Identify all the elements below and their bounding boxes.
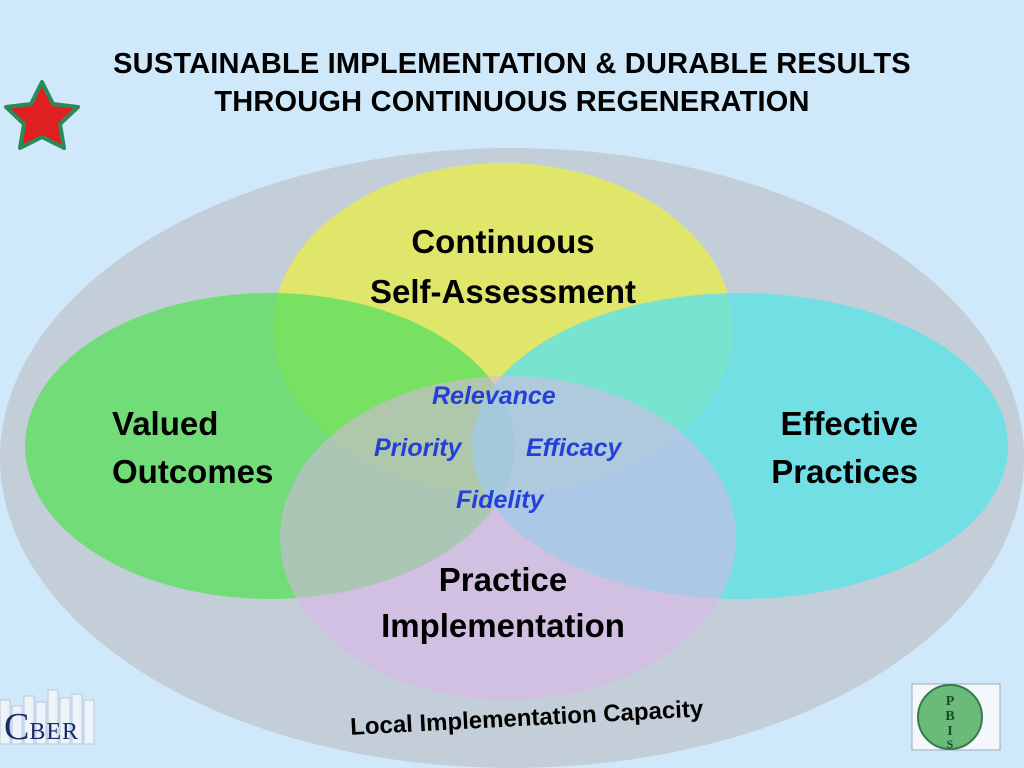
circle-practice-implementation	[280, 376, 736, 700]
center-term-priority: Priority	[374, 434, 462, 462]
bottom-circle-label-line-2: Implementation	[381, 607, 625, 644]
star-icon	[4, 80, 80, 150]
svg-text:S: S	[947, 737, 954, 751]
svg-text:I: I	[947, 724, 952, 739]
center-term-efficacy: Efficacy	[526, 434, 622, 462]
top-circle-label-line-1: Continuous	[411, 223, 595, 260]
bottom-circle-label-line-1: Practice	[438, 561, 568, 598]
cber-logo-bars	[0, 689, 95, 745]
pbis-logo: P B I S	[911, 683, 1001, 751]
left-circle-label-line-1: Valued	[112, 405, 219, 442]
cber-logo-rest: BER	[29, 719, 80, 745]
cber-logo: CBER	[4, 705, 79, 749]
right-circle-label-line-1: Effective	[780, 405, 918, 442]
page-title-line-1: SUSTAINABLE IMPLEMENTATION & DURABLE RES…	[113, 48, 911, 80]
center-term-relevance: Relevance	[432, 382, 556, 410]
page-title-line-2: THROUGH CONTINUOUS REGENERATION	[214, 86, 810, 118]
right-circle-label-line-2: Practices	[771, 453, 918, 490]
center-term-fidelity: Fidelity	[456, 486, 544, 514]
svg-text:P: P	[946, 694, 955, 709]
cber-logo-letter: C	[4, 706, 30, 748]
left-circle-label-line-2: Outcomes	[112, 453, 274, 490]
svg-text:B: B	[945, 709, 954, 724]
top-circle-label-line-2: Self-Assessment	[370, 273, 636, 310]
